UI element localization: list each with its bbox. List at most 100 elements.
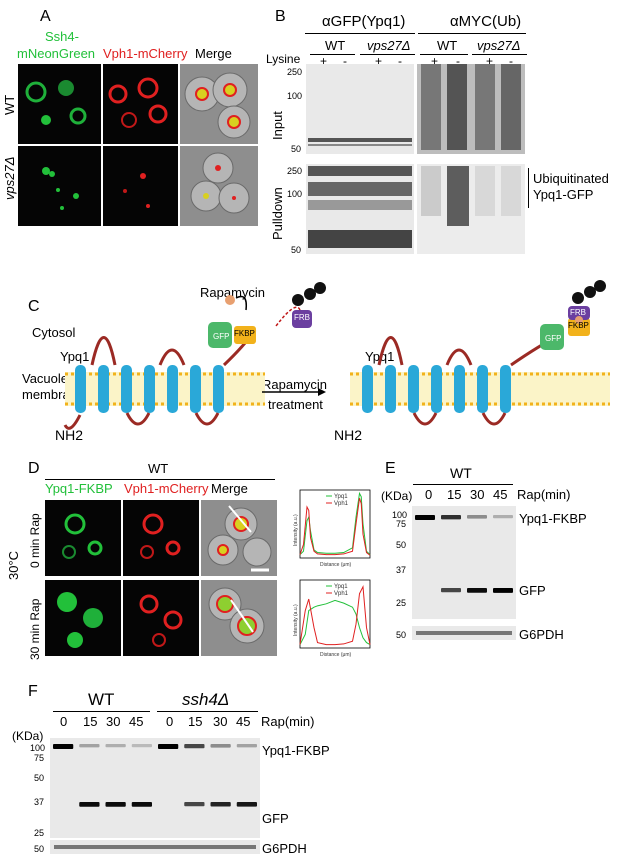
panel-d-micrograph-0-green (45, 500, 121, 576)
panel-b-blot-gfp-pulldown (306, 164, 414, 254)
band-ypq1-fkbp (210, 744, 231, 748)
panel-b-lysine-1: + (320, 54, 328, 68)
band-ypq1-fkbp (53, 744, 74, 749)
band-ypq1-fkbp (441, 515, 461, 520)
panel-a-header-green-2: mNeonGreen (17, 46, 96, 61)
panel-b-lysine-7: + (486, 54, 494, 68)
panel-b-strain-1: WT (325, 38, 346, 53)
panel-d-strain: WT (148, 461, 169, 476)
panel-b-strain-line-2 (360, 54, 415, 55)
panel-label-a: A (40, 8, 51, 25)
panel-b-strain-line-3 (420, 54, 468, 55)
panel-f-tp-2: 30 (106, 714, 121, 729)
panel-b-lysine-3: + (375, 54, 383, 68)
panel-d-micrograph-30-merge (201, 580, 277, 656)
panel-f-kda: (KDa) (12, 729, 44, 743)
svg-text:GFP: GFP (545, 334, 561, 343)
panel-a-micrograph-vps27-red (103, 146, 178, 226)
panel-e-marker-50: 50 (396, 540, 407, 550)
panel-e-blot-main (412, 506, 516, 619)
panel-d-header-2: Vph1-mCherry (124, 481, 209, 496)
panel-f-strain-line-2 (157, 711, 258, 712)
panel-f-marker-25: 25 (34, 828, 45, 838)
panel-f-marker-g6-50: 50 (34, 844, 45, 854)
y-axis-label: Intensity (a.u.) (293, 514, 299, 546)
band-ypq1-fkbp (131, 744, 152, 748)
panel-e-tp-15: 15 (447, 487, 462, 502)
panel-f-blot-g6pdh (50, 840, 260, 854)
y-axis-label: Intensity (a.u.) (293, 604, 299, 636)
panel-b-strain-3: WT (437, 38, 458, 53)
panel-a-header-red: Vph1-mCherry (103, 46, 188, 61)
panel-e-tp-30: 30 (470, 487, 485, 502)
panel-c-fkbp-left: FKBP (234, 329, 255, 338)
panel-b-marker-input-100: 100 (287, 91, 303, 101)
panel-b-marker-input-50: 50 (291, 144, 302, 154)
legend-vph1: Vph1 (334, 591, 349, 597)
panel-e-tp-0: 0 (425, 487, 433, 502)
panel-f-band-g6pdh: G6PDH (262, 841, 307, 856)
panel-f-band-ypq1: Ypq1-FKBP (262, 743, 330, 758)
series-line-ypq1 (299, 599, 371, 646)
panel-e-rap-label: Rap(min) (517, 487, 571, 502)
panel-f-tp-3: 45 (129, 714, 144, 729)
panel-f-strain-wt: WT (88, 690, 115, 709)
panel-c-nh2-left: NH2 (55, 427, 84, 443)
panel-b-group-gfp: αGFP(Ypq1) (322, 13, 406, 30)
panel-f-rap-label: Rap(min) (261, 714, 315, 729)
panel-f-tp-4: 0 (166, 714, 174, 729)
panel-b-marker-input-250: 250 (287, 67, 303, 77)
panel-b-annotation-1: Ubiquitinated (533, 171, 609, 186)
panel-f-marker-75: 75 (34, 753, 45, 763)
panel-b-blot-gfp-input (306, 64, 414, 154)
membrane-right: GFP (350, 280, 610, 426)
band-gfp (79, 802, 100, 807)
panel-b-lysine-2: - (343, 54, 347, 68)
panel-d-row-0min: 0 min Rap (28, 513, 42, 568)
panel-b-lysine-8: - (509, 54, 513, 68)
panel-b-marker-pd-250: 250 (287, 166, 303, 176)
band-gfp (441, 588, 461, 593)
series-line-vph1 (299, 498, 371, 556)
panel-a-header-green-1: Ssh4- (45, 29, 79, 44)
panel-e-band-gfp: GFP (519, 583, 546, 598)
panel-f-tp-6: 30 (213, 714, 228, 729)
panel-f-marker-37: 37 (34, 797, 45, 807)
panel-a-row-wt: WT (2, 94, 17, 115)
panel-c-nh2-right: NH2 (334, 427, 363, 443)
panel-a-micrograph-wt-red (103, 64, 178, 144)
panel-b-marker-pd-100: 100 (287, 189, 303, 199)
panel-b-group-line-1 (305, 33, 415, 34)
panel-e-strain-line (413, 484, 513, 485)
panel-a-micrograph-wt-merge (180, 64, 258, 144)
band-gfp (236, 802, 257, 807)
band-ypq1-fkbp (415, 515, 435, 520)
series-line-vph1 (299, 585, 371, 646)
panel-b-lysine-label: Lysine (266, 52, 301, 66)
panel-label-e: E (385, 460, 396, 477)
panel-e-kda: (KDa) (381, 489, 413, 503)
panel-c-fkbp-right: FKBP (568, 321, 589, 330)
panel-f-strain-line-1 (53, 711, 150, 712)
panel-e-band-ypq1: Ypq1-FKBP (519, 511, 587, 526)
band-gfp (467, 588, 487, 593)
panel-a-header-merge: Merge (195, 46, 232, 61)
band-ypq1-fkbp (184, 744, 205, 749)
panel-b-strain-4: vps27Δ (477, 38, 521, 53)
panel-f-tp-0: 0 (60, 714, 68, 729)
panel-d-header-3: Merge (211, 481, 248, 496)
panel-c-frb-right: FRB (570, 308, 586, 317)
panel-e-marker-25: 25 (396, 598, 407, 608)
legend-ypq1: Ypq1 (334, 494, 348, 500)
band-ypq1-fkbp (105, 744, 126, 748)
band-gfp (131, 802, 152, 807)
band-gfp (493, 588, 513, 593)
panel-b-group-myc: αMYC(Ub) (450, 13, 522, 30)
band-ypq1-fkbp (236, 744, 257, 748)
panel-e-strain: WT (450, 465, 472, 481)
panel-b-strain-line-4 (472, 54, 527, 55)
panel-c-rapamycin: Rapamycin (200, 285, 266, 300)
panel-b-annotation-2: Ypq1-GFP (533, 187, 594, 202)
